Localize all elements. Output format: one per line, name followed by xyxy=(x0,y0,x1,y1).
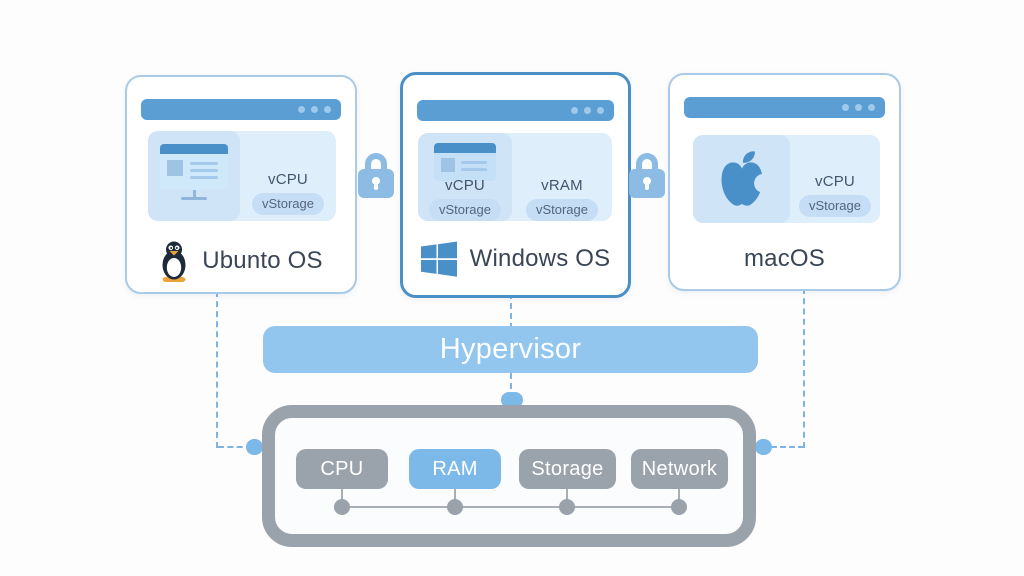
hypervisor-label: Hypervisor xyxy=(439,333,582,365)
vm-resource-panel: vCPU vStorage vRAM vStorage xyxy=(418,133,612,221)
window-titlebar xyxy=(684,97,885,118)
titlebar-dot-icon xyxy=(571,107,578,114)
vm-resource-panel: vCPU vStorage xyxy=(693,135,880,223)
hardware-port-right xyxy=(755,439,772,455)
hardware-port-left xyxy=(246,439,263,455)
bus-stub xyxy=(566,489,568,507)
bus-node-icon xyxy=(559,499,575,515)
vcpu-label: vCPU xyxy=(445,177,485,194)
vm-card-windows: vCPU vStorage vRAM vStorage Windows OS xyxy=(400,72,631,298)
titlebar-dot-icon xyxy=(298,106,305,113)
bus-stub xyxy=(454,489,456,507)
hardware-ram: RAM xyxy=(409,449,501,489)
apple-logo-icon xyxy=(721,151,768,206)
connector-ubuntu-to-hardware xyxy=(216,291,218,448)
lock-icon xyxy=(629,153,665,199)
bus-stub xyxy=(678,489,680,507)
linux-tux-icon xyxy=(162,241,186,282)
os-name-label: Windows OS xyxy=(469,245,611,272)
windows-logo-icon xyxy=(420,241,457,277)
os-name-row: Windows OS xyxy=(403,233,628,285)
hardware-storage: Storage xyxy=(519,449,616,489)
titlebar-dot-icon xyxy=(855,104,862,111)
vstorage-badge: vStorage xyxy=(251,193,325,215)
hypervisor-bar: Hypervisor xyxy=(263,326,758,373)
bus-node-icon xyxy=(671,499,687,515)
vstorage-badge: vStorage xyxy=(525,199,599,221)
titlebar-dot-icon xyxy=(868,104,875,111)
os-name-label: Ubunto OS xyxy=(202,247,323,274)
hardware-bus-line xyxy=(341,506,679,508)
connector-macos-to-hardware xyxy=(803,288,805,448)
monitor-window-icon xyxy=(160,144,228,200)
bus-node-icon xyxy=(334,499,350,515)
titlebar-dot-icon xyxy=(311,106,318,113)
lock-icon xyxy=(358,153,394,199)
connector-macos-to-hardware-horizontal xyxy=(771,446,804,448)
vm-card-ubuntu: vCPU vStorage Ubunto OS xyxy=(125,75,357,294)
hardware-network: Network xyxy=(631,449,728,489)
os-name-row: macOS xyxy=(670,233,899,285)
vm-card-macos: vCPU vStorage macOS xyxy=(668,73,901,291)
bus-node-icon xyxy=(447,499,463,515)
hardware-cpu: CPU xyxy=(296,449,388,489)
titlebar-dot-icon xyxy=(597,107,604,114)
window-titlebar xyxy=(141,99,341,120)
vm-resource-panel: vCPU vStorage xyxy=(148,131,336,221)
os-name-row: Ubunto OS xyxy=(127,235,355,287)
window-titlebar xyxy=(417,100,614,121)
vstorage-badge: vStorage xyxy=(428,199,502,221)
os-name-label: macOS xyxy=(743,245,825,272)
vcpu-label: vCPU xyxy=(815,173,855,190)
titlebar-dot-icon xyxy=(842,104,849,111)
connector-ubuntu-to-hardware-horizontal xyxy=(218,446,252,448)
vstorage-badge: vStorage xyxy=(798,195,872,217)
titlebar-dot-icon xyxy=(584,107,591,114)
hardware-port-top xyxy=(501,392,523,408)
vram-label: vRAM xyxy=(541,177,583,194)
vcpu-label: vCPU xyxy=(268,171,308,188)
bus-stub xyxy=(341,489,343,507)
titlebar-dot-icon xyxy=(324,106,331,113)
browser-window-icon xyxy=(434,143,496,181)
